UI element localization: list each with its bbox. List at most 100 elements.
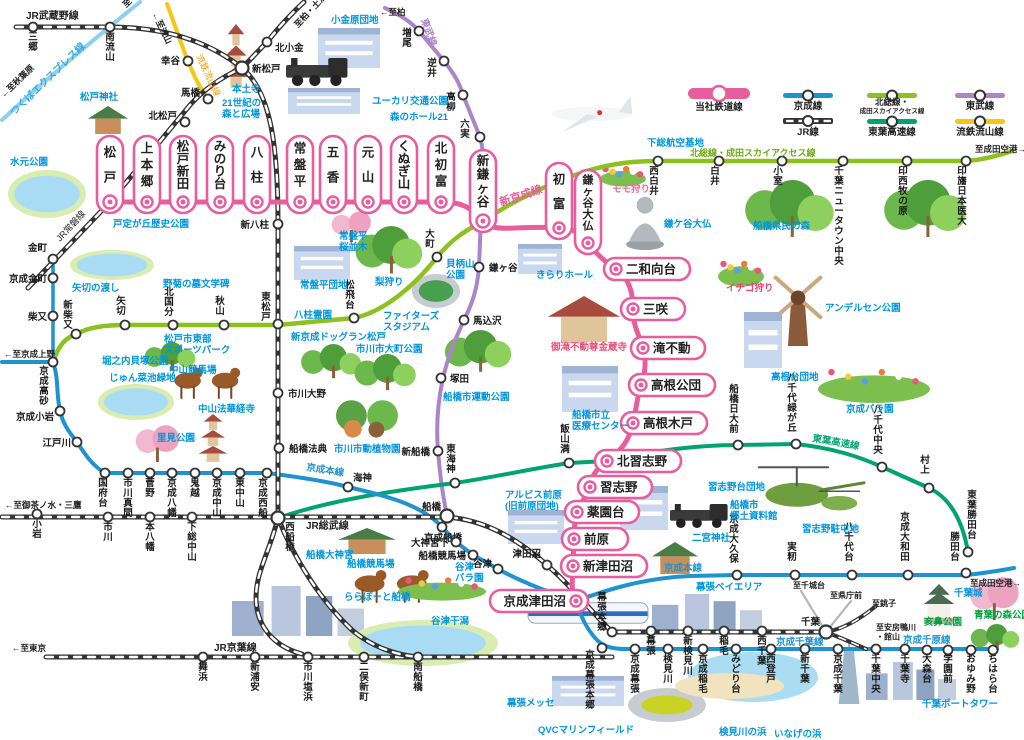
station-大町[interactable]: 大町 bbox=[425, 228, 443, 263]
station-鬼越[interactable]: 鬼越 bbox=[189, 467, 201, 500]
station-東葉勝田台[interactable]: 東葉勝田台 bbox=[962, 489, 978, 558]
station-上本郷[interactable]: 上本郷 bbox=[132, 134, 162, 215]
station-白井[interactable]: 白井 bbox=[710, 155, 725, 188]
station-京成西船[interactable]: 京成西船 bbox=[258, 467, 273, 520]
station-京成八幡[interactable]: 京成八幡 bbox=[166, 467, 178, 520]
station-大森台[interactable]: 大森台 bbox=[921, 644, 933, 686]
station-北松戸[interactable]: 北松戸 bbox=[148, 110, 191, 128]
station-六実[interactable]: 六実 bbox=[460, 118, 486, 143]
station-習志野[interactable]: 習志野 bbox=[576, 474, 654, 500]
station-高根公団[interactable]: 高根公団 bbox=[627, 372, 717, 398]
station-西船橋[interactable]: 西船橋 bbox=[270, 510, 296, 554]
station-松戸[interactable]: 松戸 bbox=[95, 134, 125, 215]
station-京成高砂[interactable]: 京成高砂 bbox=[39, 356, 59, 408]
station-秋山[interactable]: 秋山 bbox=[214, 295, 230, 331]
station-薬園台[interactable]: 薬園台 bbox=[563, 499, 641, 525]
station-京成大久保[interactable]: 京成大久保 bbox=[728, 513, 743, 581]
station-小室[interactable]: 小室 bbox=[772, 155, 788, 188]
station-八千代中央[interactable]: 八千代中央 bbox=[872, 405, 888, 473]
station-北習志野[interactable]: 北習志野 bbox=[593, 448, 683, 474]
station-二和向台[interactable]: 二和向台 bbox=[602, 256, 692, 282]
station-印西牧の原[interactable]: 印西牧の原 bbox=[898, 155, 913, 218]
station-南流山[interactable]: 南流山 bbox=[104, 21, 116, 64]
station-常盤平[interactable]: 常盤平 bbox=[285, 134, 315, 215]
station-新八柱[interactable]: 新八柱 bbox=[240, 218, 284, 231]
station-京成幕張本郷[interactable]: 京成幕張本郷 bbox=[584, 642, 608, 712]
station-南船橋[interactable]: 南船橋 bbox=[412, 651, 424, 694]
station-東松戸[interactable]: 東松戸 bbox=[260, 291, 284, 330]
station-新検見川[interactable]: 新検見川 bbox=[682, 625, 694, 678]
station-千葉中央[interactable]: 千葉中央 bbox=[870, 643, 882, 696]
station-五香[interactable]: 五香 bbox=[318, 134, 348, 215]
station-舞浜[interactable]: 舞浜 bbox=[197, 651, 209, 684]
station-新浦安[interactable]: 新浦安 bbox=[249, 651, 261, 694]
station-市川真間[interactable]: 市川真間 bbox=[122, 467, 134, 520]
station-新船橋[interactable]: 新船橋 bbox=[401, 445, 444, 458]
station-菅野[interactable]: 菅野 bbox=[144, 467, 156, 500]
station-市川[interactable]: 市川 bbox=[102, 511, 114, 544]
station-京成津田沼[interactable]: 京成津田沼 bbox=[488, 588, 590, 614]
station-下総中山[interactable]: 下総中山 bbox=[186, 511, 198, 564]
station-高根木戸[interactable]: 高根木戸 bbox=[619, 410, 709, 436]
station-千葉ニュータウン中央[interactable]: 千葉ニュータウン中央 bbox=[833, 155, 849, 268]
station-柴又[interactable]: 柴又 bbox=[27, 310, 59, 323]
station-逆井[interactable]: 逆井 bbox=[427, 55, 450, 80]
station-国府台[interactable]: 国府台 bbox=[98, 467, 111, 510]
station-村上[interactable]: 村上 bbox=[920, 454, 935, 494]
station-京成千葉[interactable]: 京成千葉 bbox=[832, 643, 844, 696]
station-三郷[interactable]: 三郷 bbox=[27, 21, 39, 54]
station-馬橋[interactable]: 馬橋 bbox=[180, 87, 214, 105]
station-千葉寺[interactable]: 千葉寺 bbox=[899, 643, 911, 686]
station-千葉[interactable]: 千葉 bbox=[801, 616, 834, 640]
station-幕張本郷[interactable]: 幕張本郷 bbox=[596, 591, 618, 638]
station-初富[interactable]: 初富 bbox=[544, 161, 574, 241]
station-二俣新町[interactable]: 二俣新町 bbox=[358, 651, 370, 704]
station-幕張[interactable]: 幕張 bbox=[645, 625, 657, 658]
station-本八幡[interactable]: 本八幡 bbox=[144, 511, 156, 554]
station-船橋法典[interactable]: 船橋法典 bbox=[273, 442, 328, 455]
station-鎌ヶ谷[interactable]: 鎌ヶ谷 bbox=[473, 261, 519, 274]
station-おゆみ野[interactable]: おゆみ野 bbox=[965, 644, 977, 696]
station-西白井[interactable]: 西白井 bbox=[649, 155, 664, 198]
station-飯山満[interactable]: 飯山満 bbox=[559, 423, 575, 469]
station-新津田沼[interactable]: 新津田沼 bbox=[559, 553, 649, 579]
station-京成金町[interactable]: 京成金町 bbox=[9, 272, 59, 285]
station-学園前[interactable]: 学園前 bbox=[942, 644, 954, 686]
station-京成大和田[interactable]: 京成大和田 bbox=[899, 511, 914, 581]
station-京成小岩[interactable]: 京成小岩 bbox=[16, 405, 66, 424]
station-三咲[interactable]: 三咲 bbox=[619, 296, 687, 322]
station-北初富[interactable]: 北初富 bbox=[426, 134, 456, 215]
station-八千代緑が丘[interactable]: 八千代緑が丘 bbox=[786, 373, 802, 450]
station-印旛日本医大[interactable]: 印旛日本医大 bbox=[957, 155, 972, 228]
station-市川塩浜[interactable]: 市川塩浜 bbox=[302, 651, 314, 704]
station-津田沼[interactable]: 津田沼 bbox=[512, 548, 553, 571]
station-馬込沢[interactable]: 馬込沢 bbox=[458, 314, 503, 327]
station-船橋[interactable]: 船橋 bbox=[422, 501, 455, 524]
station-松飛台[interactable]: 松飛台 bbox=[344, 279, 360, 324]
station-滝不動[interactable]: 滝不動 bbox=[629, 335, 707, 361]
station-京成稲毛[interactable]: 京成稲毛 bbox=[697, 643, 709, 696]
station-京成中山[interactable]: 京成中山 bbox=[211, 467, 223, 520]
station-東海神[interactable]: 東海神 bbox=[445, 443, 461, 489]
station-新千葉[interactable]: 新千葉 bbox=[799, 643, 811, 686]
station-元山[interactable]: 元山 bbox=[353, 134, 383, 215]
station-増尾[interactable]: 増尾 bbox=[401, 25, 425, 50]
station-塚田[interactable]: 塚田 bbox=[435, 372, 470, 385]
station-京成幕張[interactable]: 京成幕張 bbox=[629, 643, 641, 696]
station-金町[interactable]: 金町 bbox=[27, 242, 59, 265]
station-幸谷[interactable]: 幸谷 bbox=[161, 55, 194, 67]
station-検見川[interactable]: 検見川 bbox=[662, 643, 674, 686]
station-八柱[interactable]: 八柱 bbox=[242, 134, 272, 215]
station-新松戸[interactable]: 新松戸 bbox=[234, 60, 282, 76]
station-みどり台[interactable]: みどり台 bbox=[730, 643, 742, 696]
station-船橋競馬場[interactable]: 船橋競馬場 bbox=[418, 549, 479, 562]
station-高柳[interactable]: 高柳 bbox=[446, 89, 469, 114]
station-西登戸[interactable]: 西登戸 bbox=[765, 643, 777, 686]
station-ちはら台[interactable]: ちはら台 bbox=[987, 644, 999, 696]
station-大神宮下[interactable]: 大神宮下 bbox=[411, 536, 462, 549]
station-東中山[interactable]: 東中山 bbox=[234, 467, 246, 510]
